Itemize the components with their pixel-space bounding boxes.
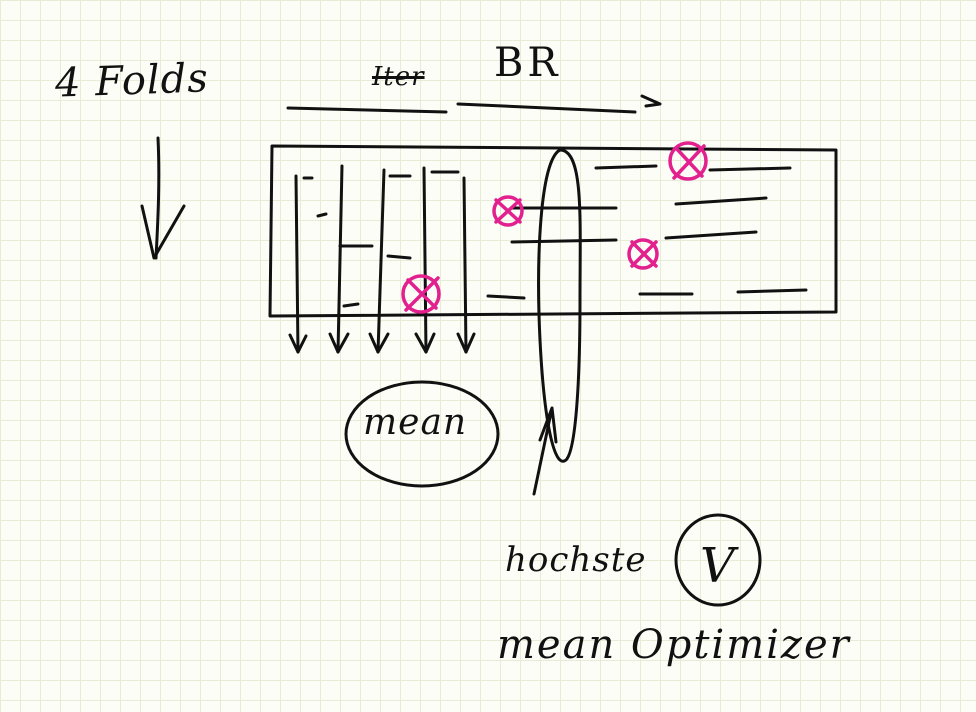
crossed-circle-icon (668, 141, 708, 181)
data-table-frame (268, 144, 838, 318)
title-underline (286, 106, 448, 114)
table-row-marks (302, 164, 808, 308)
check-circle (674, 513, 762, 607)
crossed-circle-icon (401, 274, 441, 314)
folds-label: 4 Folds (54, 55, 210, 107)
struck-label: Iter (372, 62, 425, 92)
title-underline-2 (456, 102, 637, 114)
crossed-circle-icon (492, 195, 524, 227)
selected-fold-loop (537, 148, 582, 463)
title-arrow-tip (640, 94, 662, 108)
fold-columns (288, 164, 476, 354)
mean-optimizer-label: mean Optimizer (497, 622, 851, 668)
mean-label: mean (363, 402, 468, 443)
check-mark: V (700, 538, 739, 594)
crossed-circle-icon (627, 238, 659, 270)
down-arrow-icon (140, 136, 186, 260)
hochste-label: hochste (505, 540, 647, 580)
br-label: BR (494, 40, 562, 86)
mean-circle (344, 380, 500, 488)
pointer-arrow-icon (532, 406, 558, 496)
